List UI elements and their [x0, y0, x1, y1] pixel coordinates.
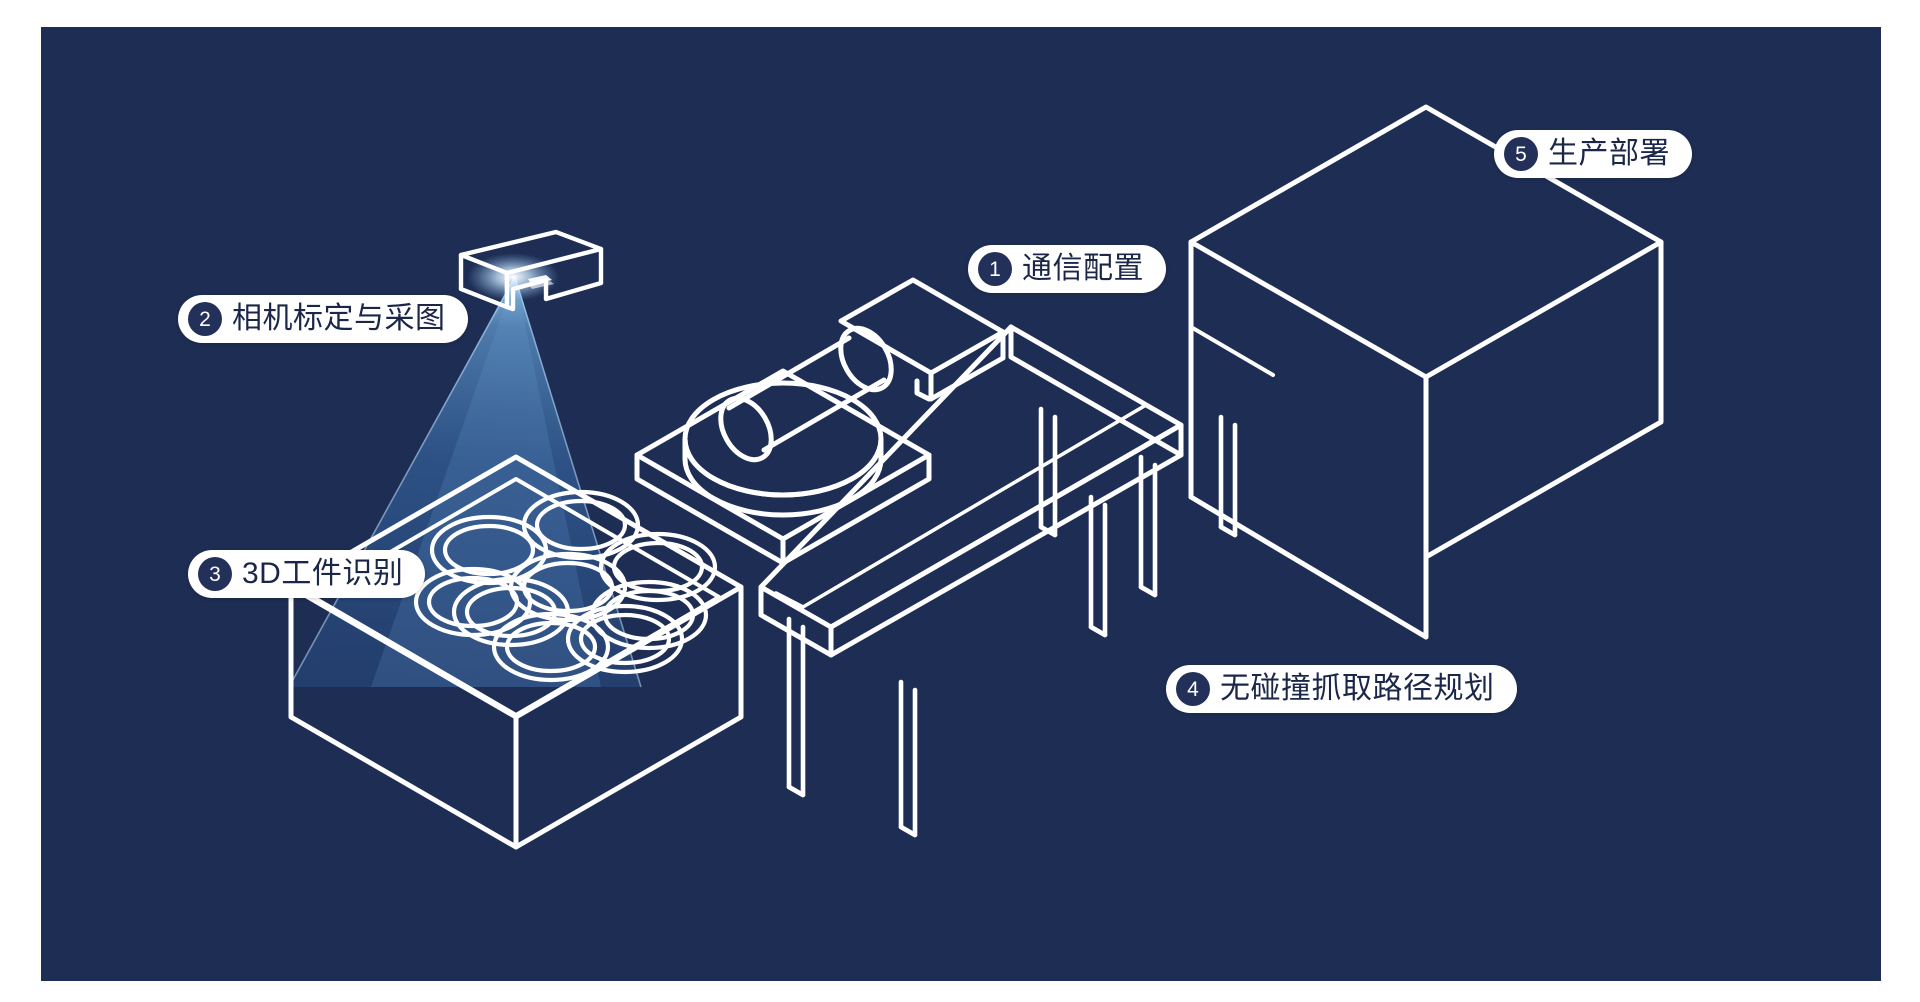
step-badge-4[interactable]: 4 无碰撞抓取路径规划: [1166, 665, 1517, 713]
production-machine: [1188, 104, 1664, 640]
step-badge-2[interactable]: 2 相机标定与采图: [178, 295, 468, 343]
3d-camera: [458, 229, 604, 312]
step-label-3: 3D工件识别: [242, 557, 404, 591]
step-label-2: 相机标定与采图: [232, 302, 446, 336]
camera-logo-icon: [528, 275, 554, 289]
step-label-4: 无碰撞抓取路径规划: [1220, 672, 1495, 706]
step-number-4: 4: [1176, 672, 1210, 706]
step-number-2: 2: [188, 302, 222, 336]
conveyor-legs: [786, 406, 1238, 838]
step-number-1: 1: [978, 252, 1012, 286]
diagram-background: [41, 27, 1881, 981]
robot-arm: [634, 277, 1006, 566]
step-number-5: 5: [1504, 137, 1538, 171]
conveyor: [758, 324, 1238, 838]
step-badge-3[interactable]: 3 3D工件识别: [188, 550, 426, 598]
step-badge-1[interactable]: 1 通信配置: [968, 245, 1166, 293]
step-label-5: 生产部署: [1548, 137, 1670, 171]
step-label-1: 通信配置: [1022, 252, 1144, 286]
step-badge-5[interactable]: 5 生产部署: [1494, 130, 1692, 178]
step-number-3: 3: [198, 557, 232, 591]
